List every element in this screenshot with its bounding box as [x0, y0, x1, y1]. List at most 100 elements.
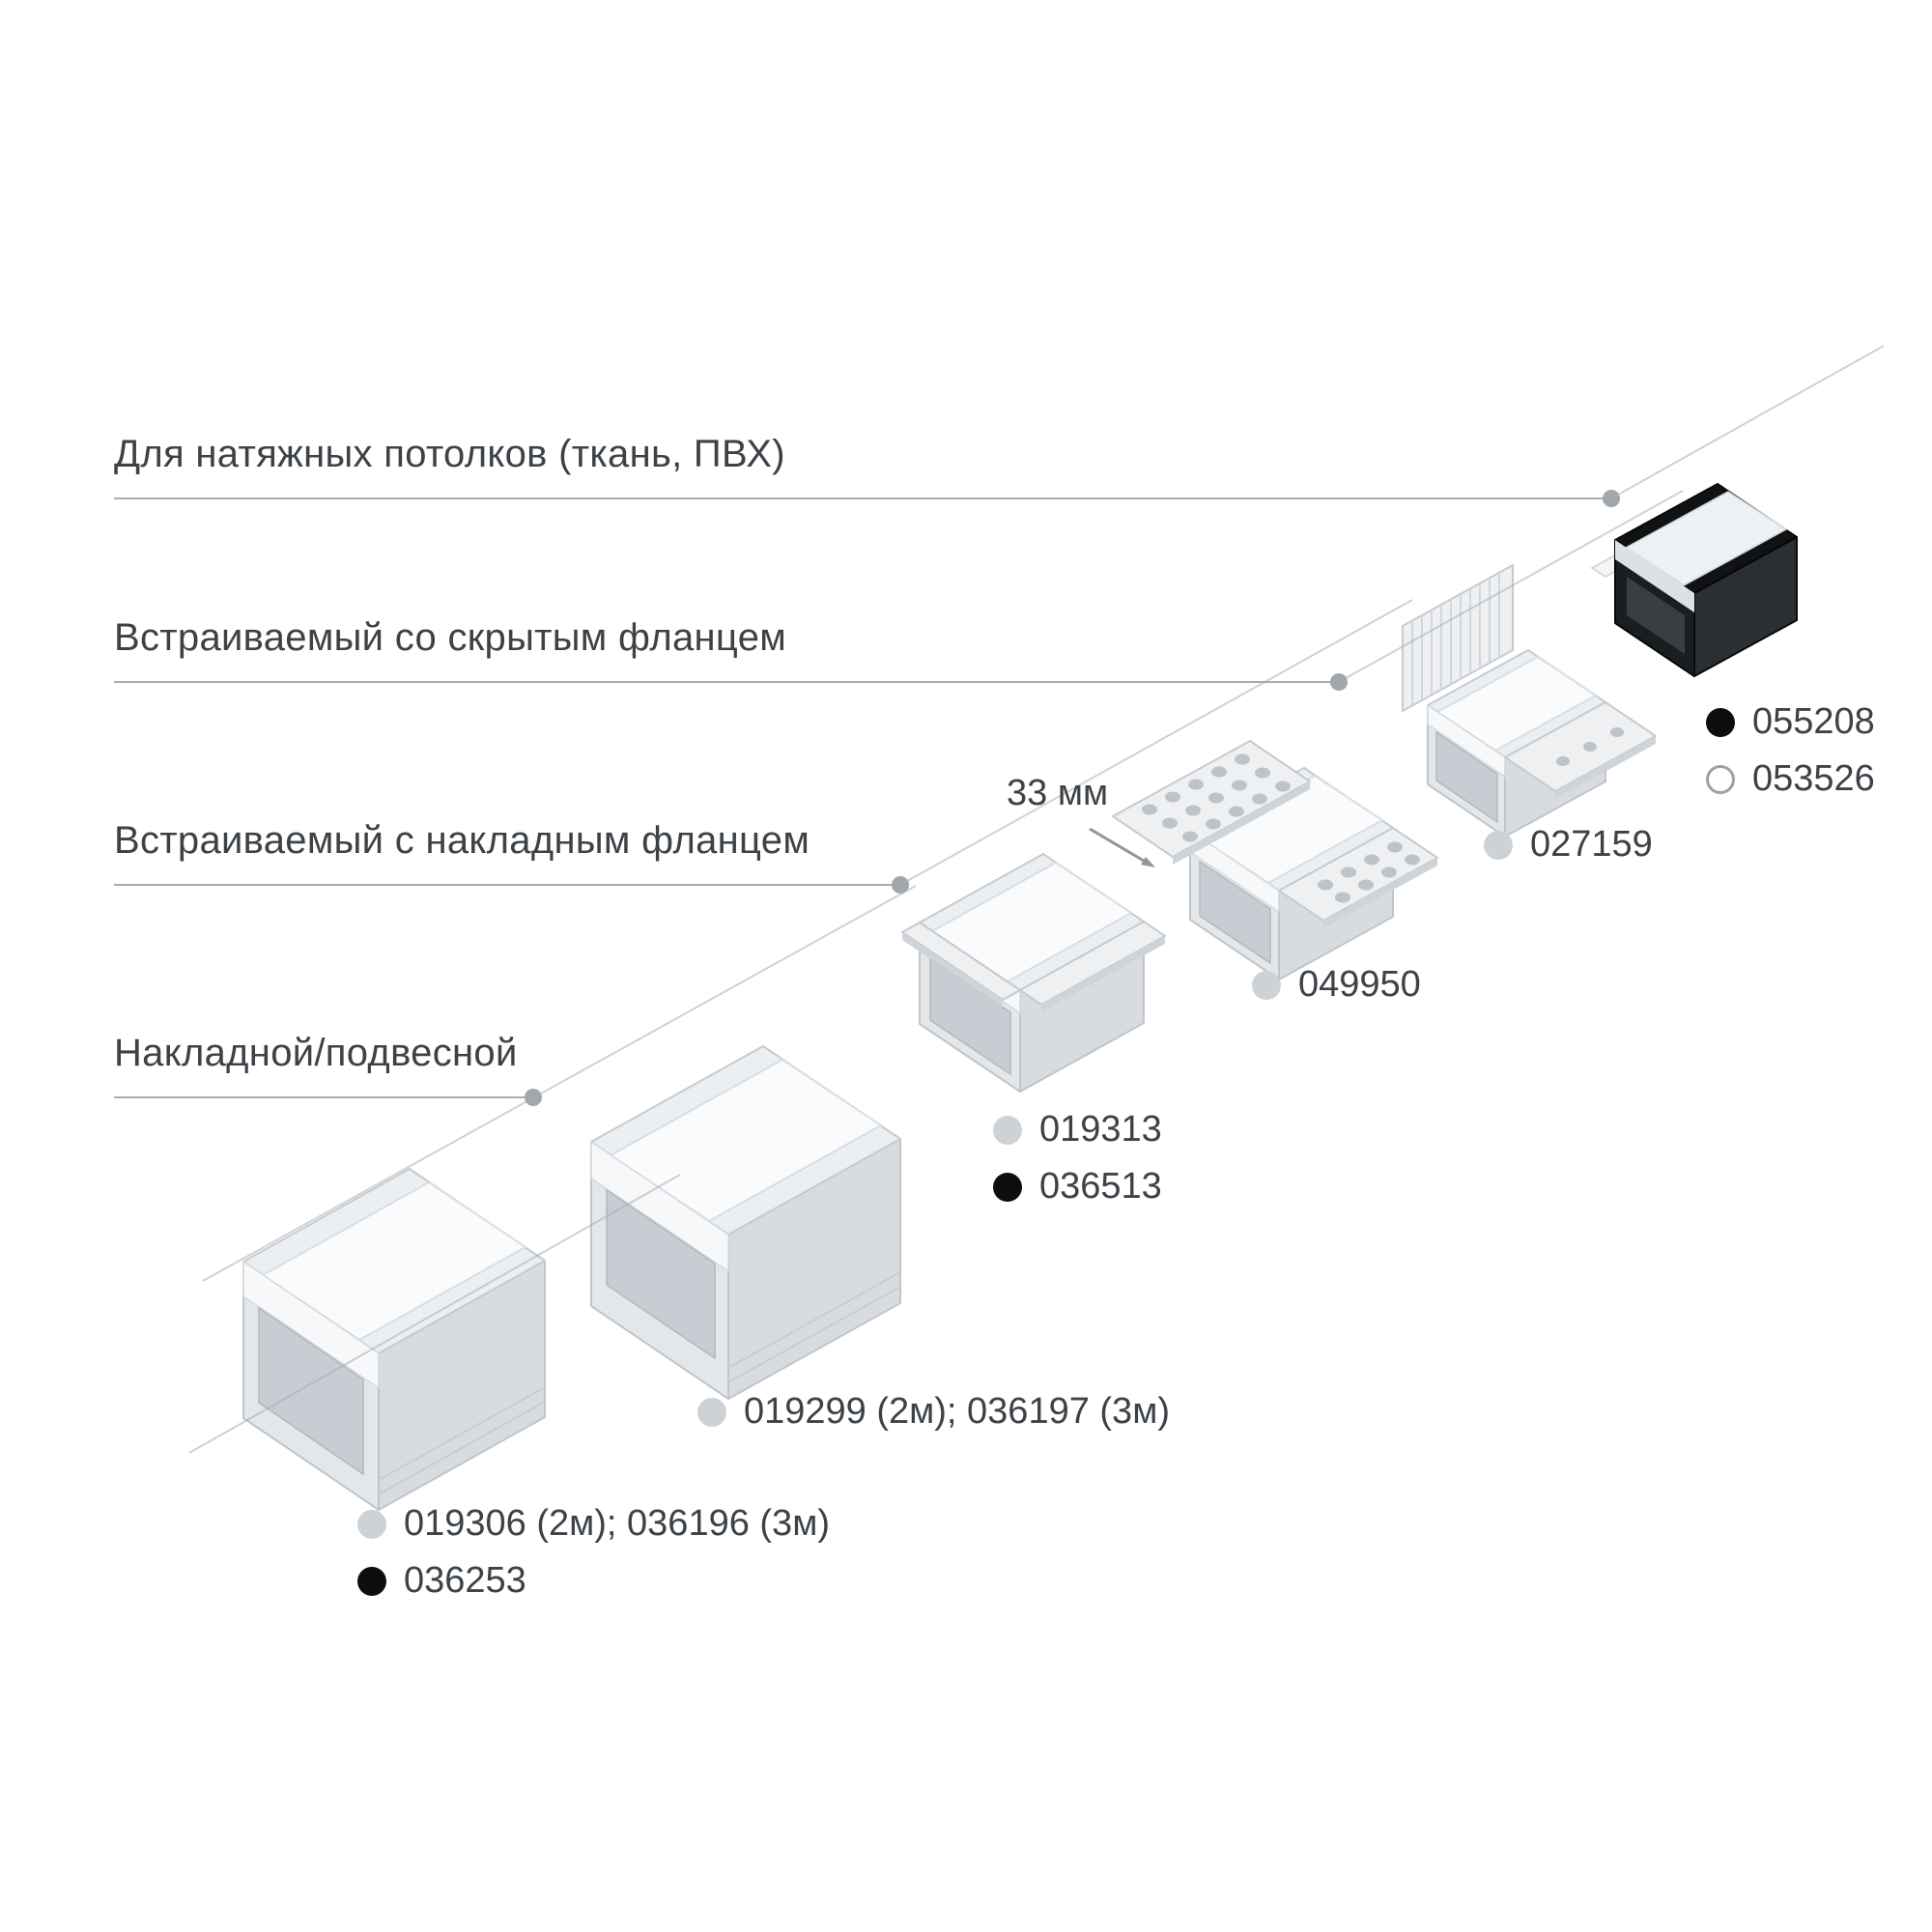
category-label-surface: Накладной/подвесной [114, 1032, 518, 1074]
end-diffuser-band [1427, 703, 1506, 779]
product-code: 036253 [404, 1560, 526, 1601]
hole [1387, 841, 1403, 853]
variant-color-dot [993, 1172, 1022, 1202]
hole [1185, 805, 1201, 816]
dimension-arrow [1089, 827, 1155, 867]
end-diffuser-band [242, 1260, 380, 1390]
product-code: 053526 [1752, 758, 1875, 799]
variant-color-dot [1706, 707, 1735, 737]
end-hollow [606, 1188, 716, 1360]
hole [1358, 879, 1374, 891]
profile-surface-large-illustration [242, 1168, 546, 1511]
hole [1182, 831, 1198, 842]
end-hollow [258, 1306, 364, 1476]
code-row: 055208 [1706, 701, 1875, 743]
flange-lip-left-edge [902, 932, 1003, 1008]
codes-surface-large: 019306 (2м); 036196 (3м) 036253 [357, 1503, 830, 1602]
flange-lip-right-edge [1041, 936, 1165, 1012]
profile-stretch-ceiling-illustration [1590, 483, 1798, 677]
code-row: 019299 (2м); 036197 (3м) [697, 1391, 1170, 1433]
variant-color-dot [357, 1566, 386, 1596]
variant-color-dot [1252, 970, 1281, 1000]
hole [1318, 879, 1333, 891]
hole [1275, 781, 1291, 792]
hole [1335, 892, 1350, 903]
hole [1610, 727, 1624, 737]
code-row: 027159 [1484, 824, 1653, 866]
hole [1381, 867, 1397, 878]
end-diffuser-band [1615, 540, 1694, 612]
code-row: 049950 [1252, 964, 1421, 1006]
plate-hole-grid [1142, 753, 1291, 842]
end-hollow [1627, 577, 1685, 654]
perforated-flange-right-edge [1323, 858, 1437, 928]
side-grooves [378, 1386, 546, 1495]
hole [1255, 767, 1270, 779]
product-code: 049950 [1298, 964, 1421, 1005]
variant-color-dot [993, 1115, 1022, 1145]
axis-lines [188, 345, 1885, 1454]
category-leader-lines [114, 490, 1620, 1106]
axis-line-stretch [1610, 345, 1885, 499]
hole [1556, 756, 1570, 766]
hole [1232, 780, 1247, 791]
product-code: 036513 [1039, 1166, 1162, 1207]
hole [1341, 867, 1356, 878]
hole [1142, 804, 1157, 815]
profile-recessed-flange-illustration [901, 853, 1166, 1093]
hidden-flange-shelf-edge [1555, 736, 1656, 799]
product-code: 027159 [1530, 824, 1653, 865]
codes-hidden-flange: 027159 [1484, 824, 1653, 866]
axis-line-hidden-flange [1338, 490, 1684, 683]
codes-surface-mid: 019299 (2м); 036197 (3м) [697, 1391, 1170, 1433]
hole [1583, 742, 1597, 752]
variant-color-dot [1484, 830, 1513, 860]
top-diffuser [1624, 491, 1788, 586]
hole [1252, 793, 1267, 805]
hole [1405, 854, 1420, 866]
hole [1165, 791, 1180, 803]
product-code: 055208 [1752, 701, 1875, 742]
dimension-arrowhead [1141, 857, 1155, 867]
code-row: 036253 [357, 1560, 830, 1602]
product-code: 019313 [1039, 1109, 1162, 1150]
profile-recessed-perforated-illustration [1112, 740, 1438, 980]
hole [1162, 817, 1178, 829]
codes-flange-small: 049950 [1252, 964, 1421, 1006]
variant-color-dot [357, 1509, 386, 1539]
hole [1211, 766, 1227, 778]
hole [1208, 792, 1224, 804]
end-diffuser-band [590, 1140, 729, 1273]
axis-line-surface-lower [188, 1174, 681, 1454]
hole [1206, 818, 1221, 830]
end-hollow [1199, 860, 1271, 965]
dimension-leader [1089, 827, 1145, 863]
codes-flange: 019313 036513 [993, 1109, 1162, 1208]
hole [1364, 854, 1379, 866]
axis-line-surface [202, 885, 917, 1282]
code-row: 019306 (2м); 036196 (3м) [357, 1503, 830, 1545]
category-label-surface-flange: Встраиваемый с накладным фланцем [114, 819, 810, 862]
rib-lines [1411, 573, 1500, 705]
product-code: 019306 (2м); 036196 (3м) [404, 1503, 830, 1544]
code-row: 053526 [1706, 758, 1875, 800]
profile-surface-mid-illustration [590, 1045, 901, 1400]
perforated-plate-edge [1173, 781, 1310, 865]
end-hollow [1435, 730, 1498, 824]
hole [1188, 779, 1204, 790]
axis-line-surface-flange [899, 599, 1413, 886]
flange-right-hole-grid [1318, 841, 1420, 903]
code-row: 019313 [993, 1109, 1162, 1151]
dimension-label: 33 мм [1007, 773, 1109, 813]
category-label-hidden-flange: Встраиваемый со скрытым фланцем [114, 616, 787, 659]
shelf-hole-grid [1556, 727, 1624, 766]
product-code: 019299 (2м); 036197 (3м) [744, 1391, 1170, 1432]
hole [1235, 753, 1250, 765]
variant-color-dot [697, 1397, 726, 1427]
codes-stretch-ceiling: 055208 053526 [1706, 701, 1875, 800]
code-row: 036513 [993, 1166, 1162, 1208]
category-label-stretch-ceiling: Для натяжных потолков (ткань, ПВХ) [114, 433, 785, 475]
hole [1229, 806, 1244, 817]
